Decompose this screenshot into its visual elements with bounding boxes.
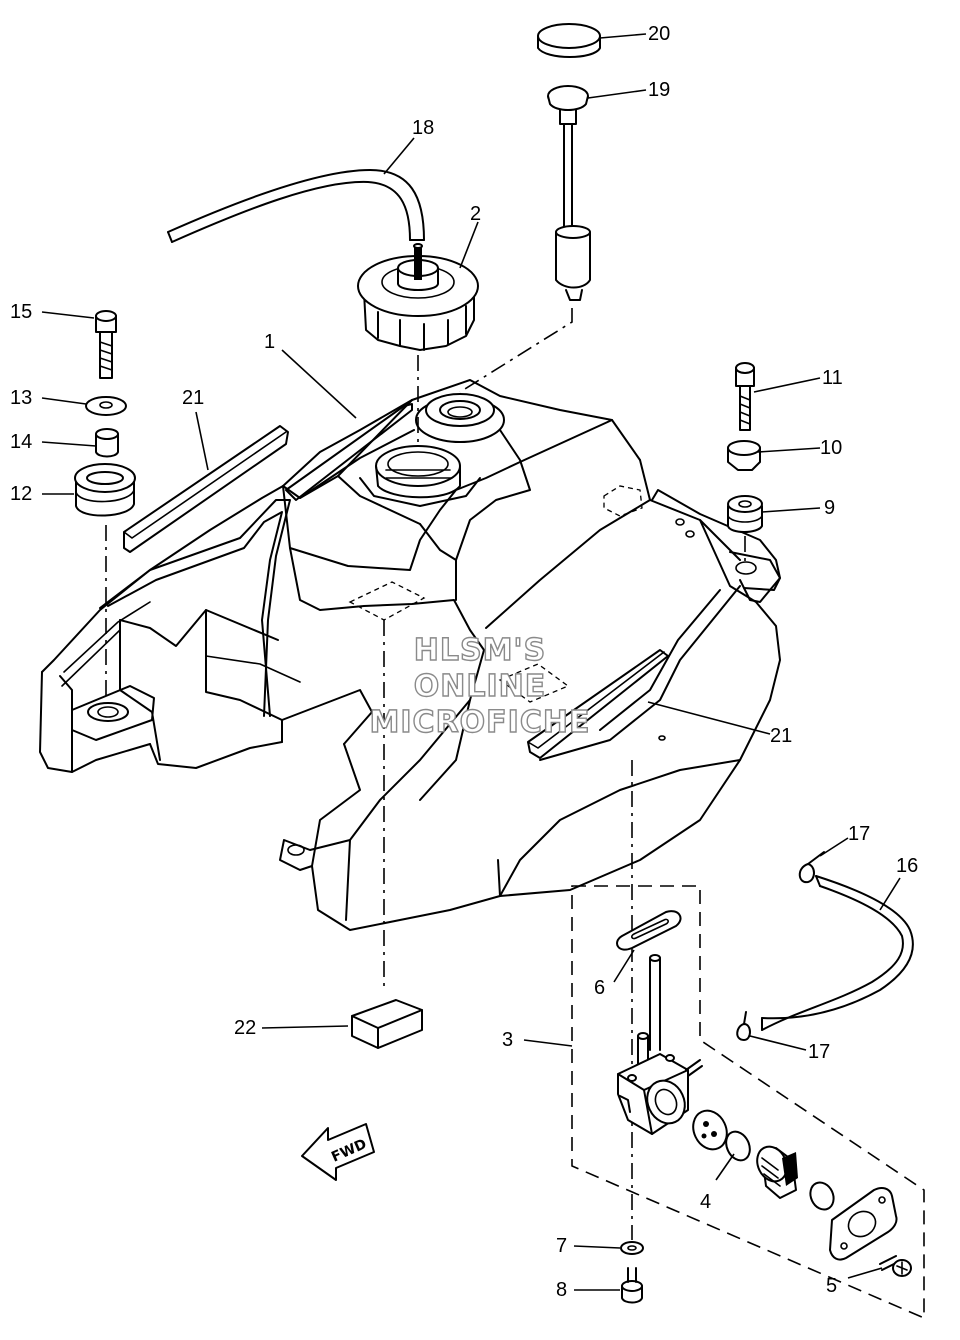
fuel-gauge[interactable] bbox=[547, 85, 591, 301]
bolt-11[interactable] bbox=[735, 362, 755, 431]
callout-14: 14 bbox=[10, 431, 32, 453]
callout-4: 4 bbox=[700, 1191, 711, 1213]
bolt-8[interactable] bbox=[621, 1267, 643, 1304]
cock-disc[interactable] bbox=[687, 1105, 733, 1155]
callout-21-left: 21 bbox=[182, 387, 204, 409]
screw-5[interactable] bbox=[879, 1255, 912, 1277]
hose-clip-lower[interactable] bbox=[736, 1011, 751, 1041]
rubber-strip-right[interactable] bbox=[527, 649, 669, 759]
callout-19: 19 bbox=[648, 79, 670, 101]
callout-3: 3 bbox=[502, 1029, 513, 1051]
breather-hose[interactable] bbox=[167, 169, 425, 243]
watermark-line-3: MICROFICHE bbox=[370, 705, 591, 740]
rubber-strip-left[interactable] bbox=[123, 425, 289, 553]
callout-9: 9 bbox=[824, 497, 835, 519]
cock-lever[interactable] bbox=[752, 1142, 798, 1199]
callout-2: 2 bbox=[470, 203, 481, 225]
fuel-cock[interactable] bbox=[617, 954, 703, 1135]
callout-18: 18 bbox=[412, 117, 434, 139]
fuel-hose[interactable] bbox=[761, 875, 914, 1031]
cock-gasket-6[interactable] bbox=[616, 910, 682, 951]
gauge-centerline bbox=[459, 308, 573, 393]
watermark: HLSM'S ONLINE MICROFICHE bbox=[369, 632, 591, 740]
callout-5: 5 bbox=[826, 1275, 837, 1297]
callout-17-lower: 17 bbox=[808, 1041, 830, 1063]
rubber-strip-top[interactable] bbox=[285, 403, 413, 501]
damper-9[interactable] bbox=[727, 495, 763, 533]
fuel-gauge-grommet[interactable] bbox=[537, 23, 601, 58]
leader-lines bbox=[41, 33, 901, 1291]
callout-6: 6 bbox=[594, 977, 605, 999]
callout-16: 16 bbox=[896, 855, 918, 877]
bolt-15[interactable] bbox=[95, 310, 117, 379]
fuel-cap[interactable] bbox=[357, 243, 479, 351]
o-ring-4[interactable] bbox=[722, 1128, 755, 1164]
o-ring-lever[interactable] bbox=[806, 1179, 838, 1214]
watermark-line-2: ONLINE bbox=[414, 669, 547, 704]
callout-20: 20 bbox=[648, 23, 670, 45]
callout-numbers: 1 2 3 4 5 6 7 8 9 10 11 12 13 14 15 16 1… bbox=[10, 23, 918, 1301]
callout-11: 11 bbox=[822, 367, 843, 389]
collar-10[interactable] bbox=[727, 440, 761, 471]
callout-17-upper: 17 bbox=[848, 823, 870, 845]
lever-plate[interactable] bbox=[829, 1187, 898, 1261]
callout-7: 7 bbox=[556, 1235, 567, 1257]
callout-12: 12 bbox=[10, 483, 32, 505]
hose-clip-upper[interactable] bbox=[798, 851, 825, 884]
pad-22[interactable] bbox=[351, 999, 423, 1049]
fuel-tank[interactable] bbox=[39, 379, 781, 931]
callout-13: 13 bbox=[10, 387, 32, 409]
washer-7[interactable] bbox=[620, 1241, 644, 1255]
callout-15: 15 bbox=[10, 301, 32, 323]
washer-13[interactable] bbox=[85, 396, 127, 416]
callout-21-right: 21 bbox=[770, 725, 792, 747]
callout-1: 1 bbox=[264, 331, 275, 353]
callout-8: 8 bbox=[556, 1279, 567, 1301]
fuel-cock-assembly-boundary bbox=[571, 885, 925, 1320]
damper-12[interactable] bbox=[74, 463, 136, 517]
callout-22: 22 bbox=[234, 1017, 256, 1039]
callout-10: 10 bbox=[820, 437, 842, 459]
fwd-direction-arrow: FWD bbox=[301, 1123, 375, 1181]
collar-14[interactable] bbox=[95, 428, 119, 458]
watermark-line-1: HLSM'S bbox=[414, 633, 546, 668]
